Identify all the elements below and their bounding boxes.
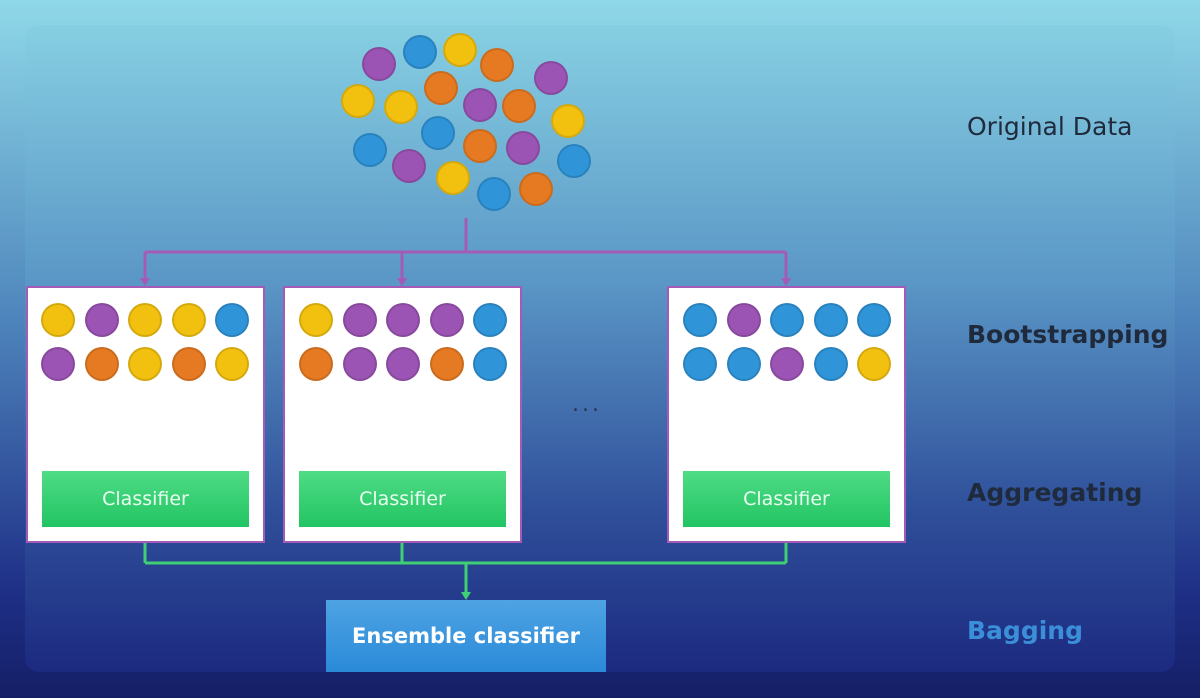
data-point-purple	[534, 61, 568, 95]
label-bagging: Bagging	[967, 616, 1083, 645]
data-point-purple	[463, 88, 497, 122]
classifier-3: Classifier	[683, 471, 890, 527]
data-point-yellow	[551, 104, 585, 138]
sample-point-yellow	[215, 347, 249, 381]
sample-point-blue	[215, 303, 249, 337]
label-bootstrapping: Bootstrapping	[967, 320, 1169, 349]
data-point-orange	[502, 89, 536, 123]
sample-point-purple	[84, 303, 119, 337]
sample-point-orange	[299, 347, 333, 381]
sample-point-yellow	[128, 347, 162, 381]
ensemble-classifier: Ensemble classifier	[326, 600, 606, 672]
sample-point-blue	[770, 303, 804, 337]
data-point-purple	[362, 47, 396, 81]
sample-point-blue	[813, 347, 848, 381]
label-original-data: Original Data	[967, 112, 1133, 141]
data-point-yellow	[341, 84, 375, 118]
sample-point-purple	[342, 347, 377, 381]
arrow-head	[397, 278, 407, 286]
sample-point-orange	[429, 347, 464, 381]
data-point-yellow	[443, 33, 477, 67]
arrow-head	[461, 592, 471, 600]
label-aggregating: Aggregating	[967, 478, 1143, 507]
sample-point-blue	[473, 303, 507, 337]
sample-point-orange	[84, 347, 119, 381]
data-point-blue	[477, 177, 511, 211]
aggregation-connectors	[143, 527, 788, 594]
data-point-blue	[557, 144, 591, 178]
sample-point-yellow	[857, 347, 891, 381]
sample-point-purple	[342, 303, 377, 337]
sample-point-yellow	[299, 303, 333, 337]
data-point-blue	[353, 133, 387, 167]
sample-point-purple	[726, 303, 761, 337]
data-point-blue	[403, 35, 437, 69]
sample-point-purple	[386, 347, 420, 381]
sample-point-blue	[473, 347, 507, 381]
sample-point-blue	[813, 303, 848, 337]
arrow-head	[140, 278, 150, 286]
sample-point-blue	[683, 303, 717, 337]
data-point-orange	[424, 71, 458, 105]
sample-point-yellow	[41, 303, 75, 337]
data-point-blue	[421, 116, 455, 150]
sample-point-blue	[726, 347, 761, 381]
data-point-orange	[480, 48, 514, 82]
data-point-yellow	[384, 90, 418, 124]
sample-point-purple	[41, 347, 75, 381]
data-point-orange	[463, 129, 497, 163]
arrow-head	[781, 278, 791, 286]
sample-point-blue	[857, 303, 891, 337]
data-point-yellow	[436, 161, 470, 195]
data-point-orange	[519, 172, 553, 206]
bootstrap-connectors	[143, 218, 788, 280]
sample-point-yellow	[171, 303, 206, 337]
sample-point-purple	[770, 347, 804, 381]
classifier-2: Classifier	[299, 471, 506, 527]
data-point-purple	[392, 149, 426, 183]
ellipsis: ...	[572, 392, 602, 417]
sample-point-yellow	[128, 303, 162, 337]
classifier-1: Classifier	[42, 471, 249, 527]
data-point-purple	[506, 131, 540, 165]
sample-point-purple	[429, 303, 464, 337]
sample-point-purple	[386, 303, 420, 337]
sample-point-blue	[683, 347, 717, 381]
sample-point-orange	[171, 347, 206, 381]
